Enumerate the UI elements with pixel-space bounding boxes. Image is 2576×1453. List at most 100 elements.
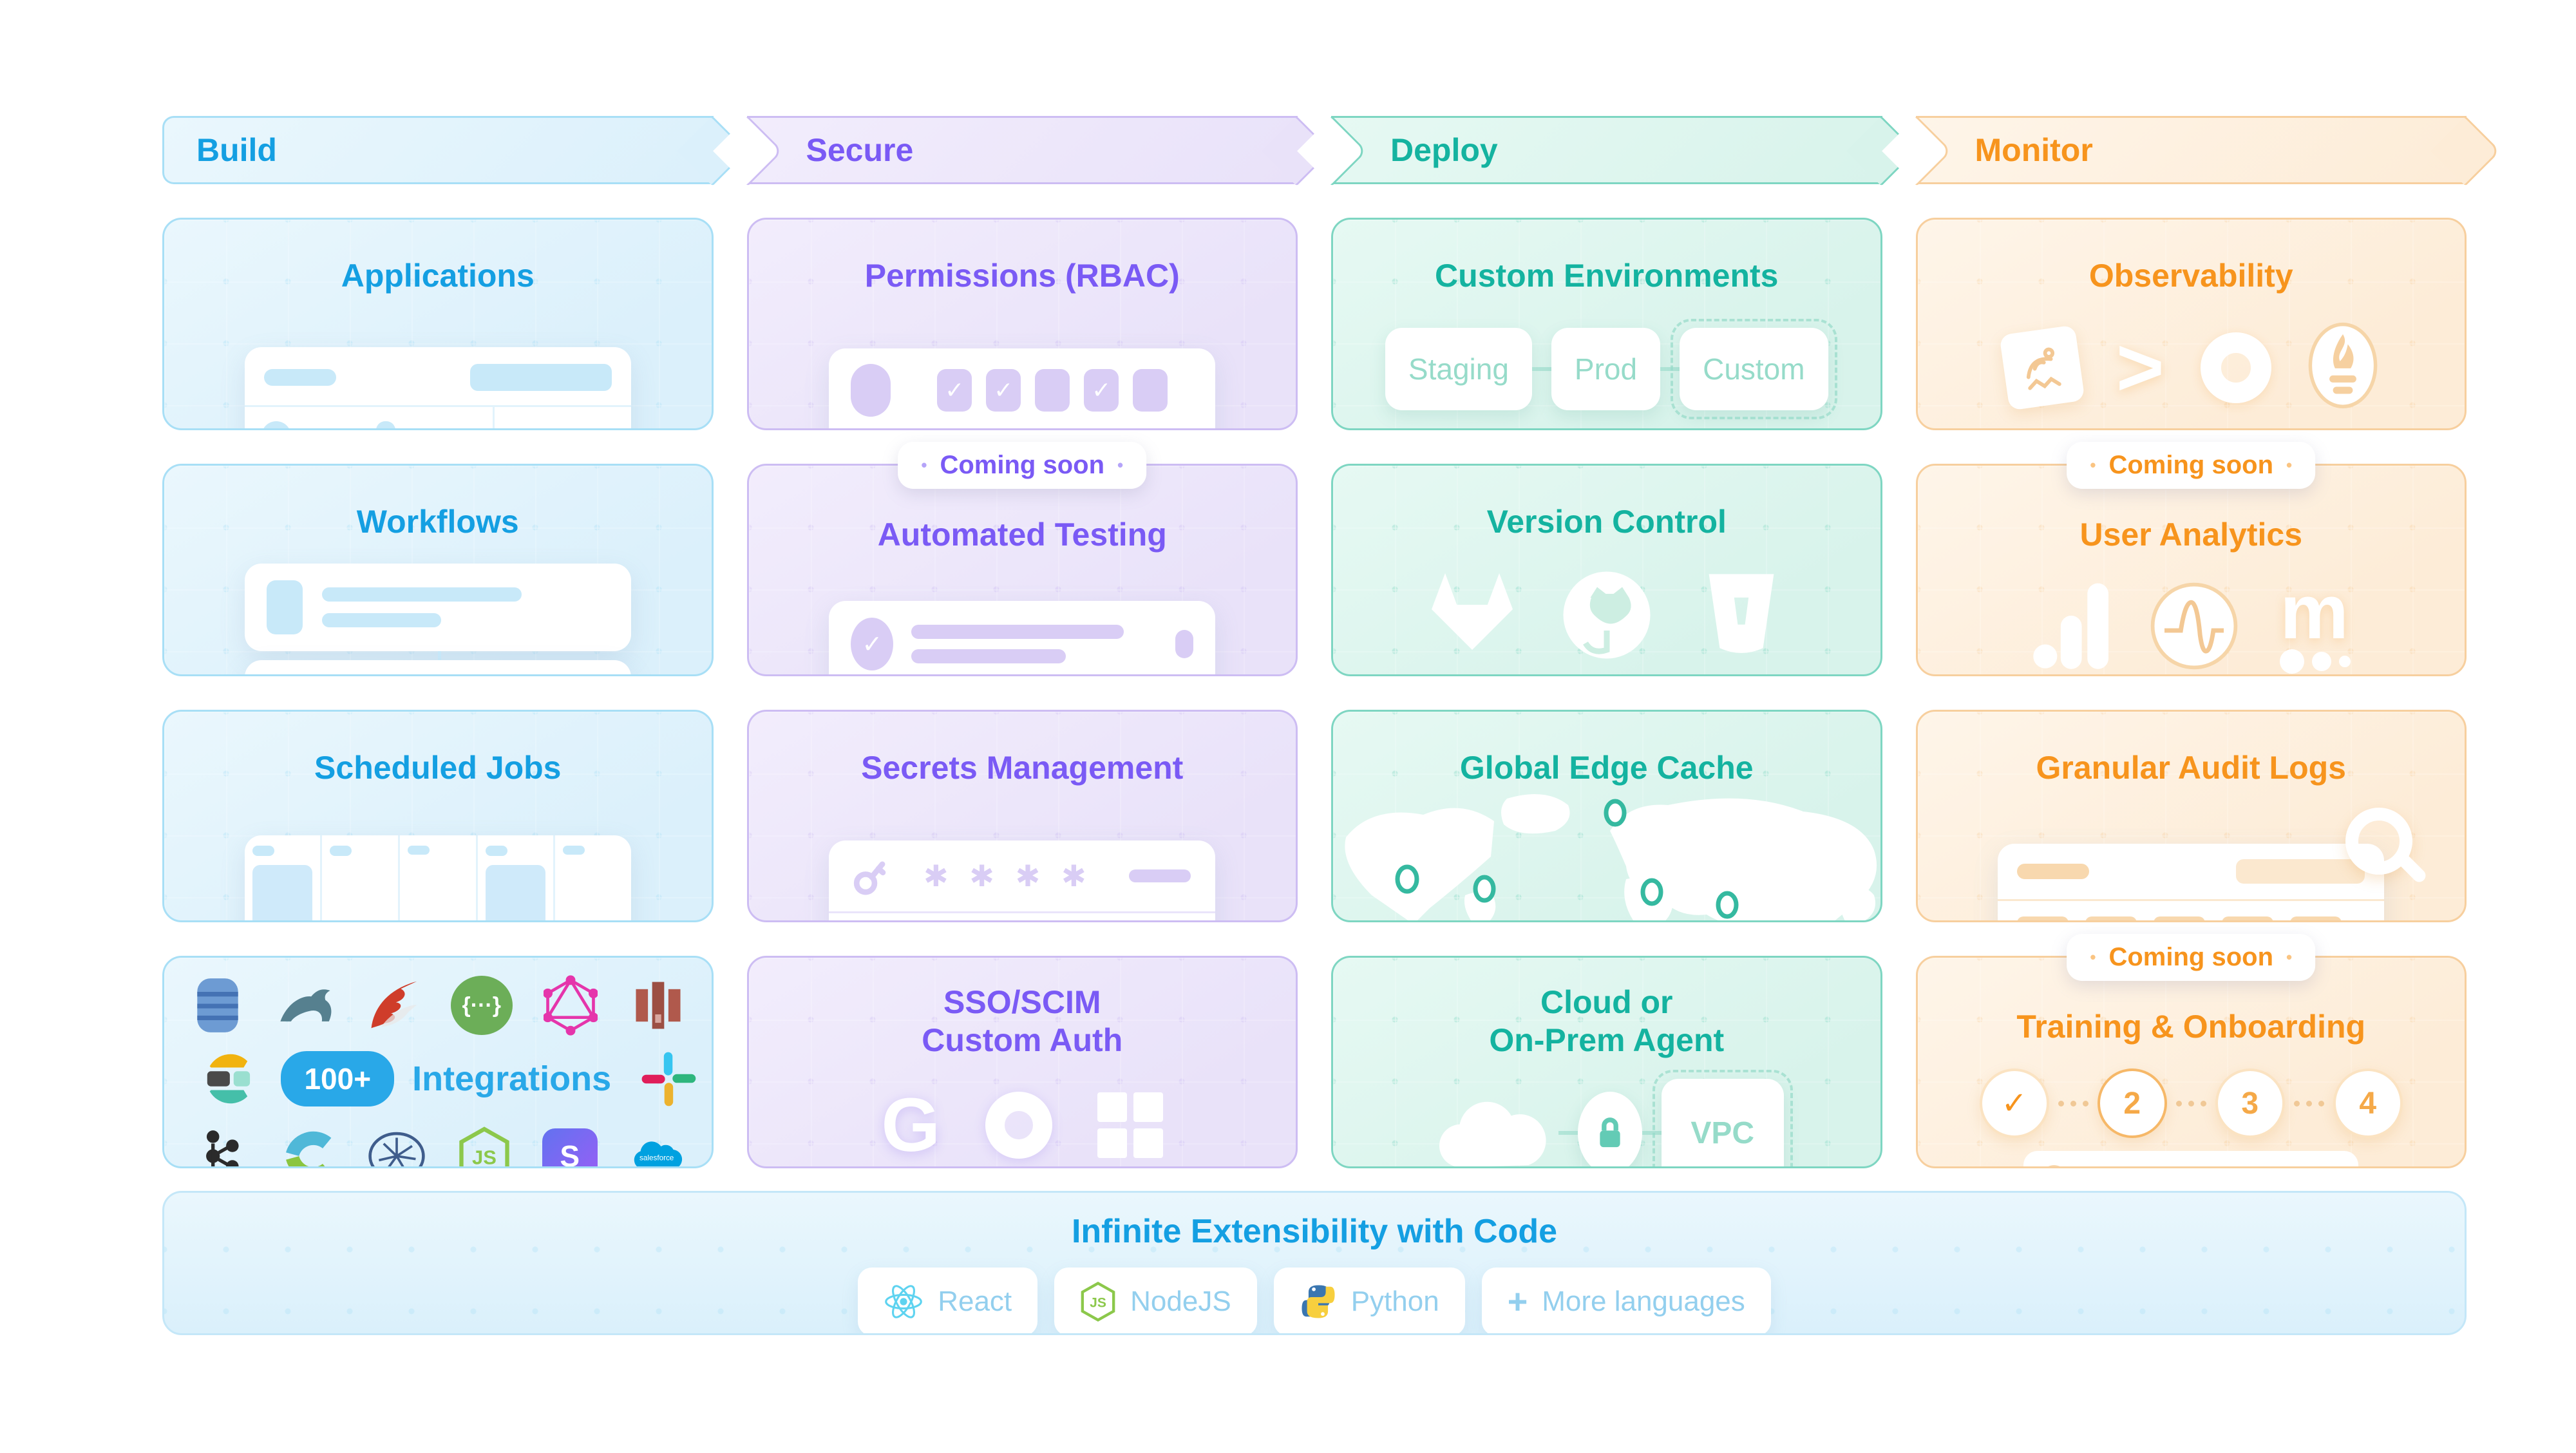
integrations-count: 100+ Integrations <box>281 1051 611 1106</box>
card-custom-environments: Custom Environments Staging Prod Custom <box>1331 218 1882 430</box>
sso-title: SSO/SCIM Custom Auth <box>922 984 1123 1058</box>
connector-line <box>1531 367 1551 371</box>
observability-title: Observability <box>2088 258 2293 294</box>
badge-dot: • <box>2090 947 2096 967</box>
nodejs-icon: JS <box>455 1126 514 1166</box>
stripe-icon: S <box>542 1128 598 1166</box>
language-chip-more: + More languages <box>1481 1268 1771 1333</box>
calendar-mockup <box>244 835 631 920</box>
training-title: Training & Onboarding <box>2016 1009 2366 1045</box>
magnifier-icon <box>2345 808 2429 885</box>
svg-text:JS: JS <box>1090 1296 1106 1311</box>
mock-avatar <box>851 364 891 417</box>
graphql-icon <box>541 975 600 1036</box>
key-icon <box>854 861 886 895</box>
audit-log-mockup <box>1998 808 2429 920</box>
svg-text:salesforce: salesforce <box>639 1154 674 1163</box>
checkbox-checked-icon: ✓ <box>1084 369 1119 412</box>
vpc-box: VPC <box>1652 1070 1793 1166</box>
badge-dot: • <box>2286 455 2293 475</box>
workflows-title: Workflows <box>356 504 519 540</box>
card-sso-custom-auth: SSO/SCIM Custom Auth G <box>746 956 1298 1168</box>
connector-line <box>1558 1131 1578 1135</box>
banner-title: Infinite Extensibility with Code <box>1071 1213 1558 1250</box>
okta-icon <box>985 1092 1053 1159</box>
react-icon <box>885 1285 923 1318</box>
step-connector <box>2058 1100 2088 1106</box>
cloud-icon <box>1439 1101 1546 1166</box>
mock-pill <box>263 369 336 386</box>
coming-soon-label: Coming soon <box>940 451 1105 479</box>
card-global-edge-cache: Global Edge Cache <box>1331 710 1882 922</box>
card-user-analytics: User Analytics <box>1915 442 2467 676</box>
card-integrations: {···} <box>162 956 714 1168</box>
lock-icon <box>1577 1092 1642 1166</box>
amplitude-icon <box>2150 582 2239 674</box>
applications-mockup <box>244 347 631 428</box>
language-chip-nodejs: JS NodeJS <box>1054 1268 1257 1333</box>
stage-header-deploy: Deploy <box>1331 116 1882 184</box>
new-relic-icon <box>2200 332 2271 403</box>
mock-line <box>321 587 522 602</box>
mock-line <box>2017 864 2090 879</box>
mock-line <box>911 649 1066 663</box>
secrets-management-title: Secrets Management <box>861 750 1184 786</box>
step-connector <box>2175 1100 2206 1106</box>
mock-toggle <box>375 421 395 428</box>
badge-dot: • <box>921 455 927 475</box>
automated-testing-title: Automated Testing <box>877 517 1167 553</box>
connector-line <box>1660 367 1680 371</box>
stage-label-build: Build <box>196 132 277 168</box>
sync-arrows-icon: ↖↑↗←→↙↓↘ <box>162 1128 164 1168</box>
password-mask: ✱ ✱ ✱ ✱ <box>923 859 1093 893</box>
step-2: 2 <box>2097 1068 2167 1138</box>
badge-dot: • <box>1117 455 1124 475</box>
rest-api-icon: {···} <box>450 976 513 1035</box>
count-badge: 100+ <box>281 1051 395 1106</box>
elasticsearch-icon <box>202 1049 252 1108</box>
stage-label-secure: Secure <box>806 132 914 168</box>
google-analytics-icon <box>2031 579 2109 674</box>
step-3: 3 <box>2215 1068 2285 1138</box>
splunk-icon: > <box>2116 321 2164 413</box>
couchbase-icon <box>279 1126 339 1166</box>
scheduled-jobs-title: Scheduled Jobs <box>314 750 562 786</box>
checkbox-checked-icon: ✓ <box>937 369 972 412</box>
stage-label-monitor: Monitor <box>1975 132 2093 168</box>
starburst-icon <box>367 1126 426 1166</box>
kafka-icon <box>192 1126 251 1166</box>
coming-soon-badge: • Coming soon • <box>2067 442 2316 489</box>
permissions-title: Permissions (RBAC) <box>864 258 1180 294</box>
permissions-mockup: ✓ ✓ ✓ ✓ ✓ <box>829 348 1216 428</box>
nodejs-icon: JS <box>1081 1282 1115 1322</box>
stage-header-monitor: Monitor <box>1915 116 2467 184</box>
agent-title: Cloud or On-Prem Agent <box>1489 984 1725 1058</box>
checkbox-checked-icon: ✓ <box>986 369 1021 412</box>
step-check: ✓ <box>1979 1068 2049 1138</box>
mock-line <box>321 613 441 627</box>
workflow-connector <box>437 651 441 668</box>
salesforce-icon: salesforce <box>626 1126 685 1166</box>
stage-label-deploy: Deploy <box>1390 132 1498 168</box>
user-analytics-title: User Analytics <box>2079 517 2303 553</box>
card-cloud-onprem-agent: Cloud or On-Prem Agent VPC <box>1331 956 1882 1168</box>
card-observability: Observability > <box>1915 218 2467 430</box>
prometheus-icon <box>2307 321 2378 413</box>
mock-line-chart <box>492 407 631 428</box>
microsoft-icon <box>1097 1092 1164 1158</box>
plus-icon: + <box>1507 1282 1528 1321</box>
mock-block <box>266 580 303 634</box>
mock-pill <box>2236 859 2365 884</box>
dynamodb-icon <box>188 976 247 1035</box>
language-chip-react: React <box>858 1268 1038 1333</box>
language-chip-python: Python <box>1273 1268 1465 1333</box>
mock-line <box>911 625 1124 639</box>
mock-line <box>1129 869 1191 882</box>
env-chip-custom: Custom <box>1671 319 1838 419</box>
github-icon <box>1558 569 1655 669</box>
card-version-control: Version Control <box>1331 464 1882 676</box>
checkbox-icon <box>1035 369 1070 412</box>
datadog-icon <box>1999 324 2085 411</box>
workflow-node <box>244 564 631 651</box>
